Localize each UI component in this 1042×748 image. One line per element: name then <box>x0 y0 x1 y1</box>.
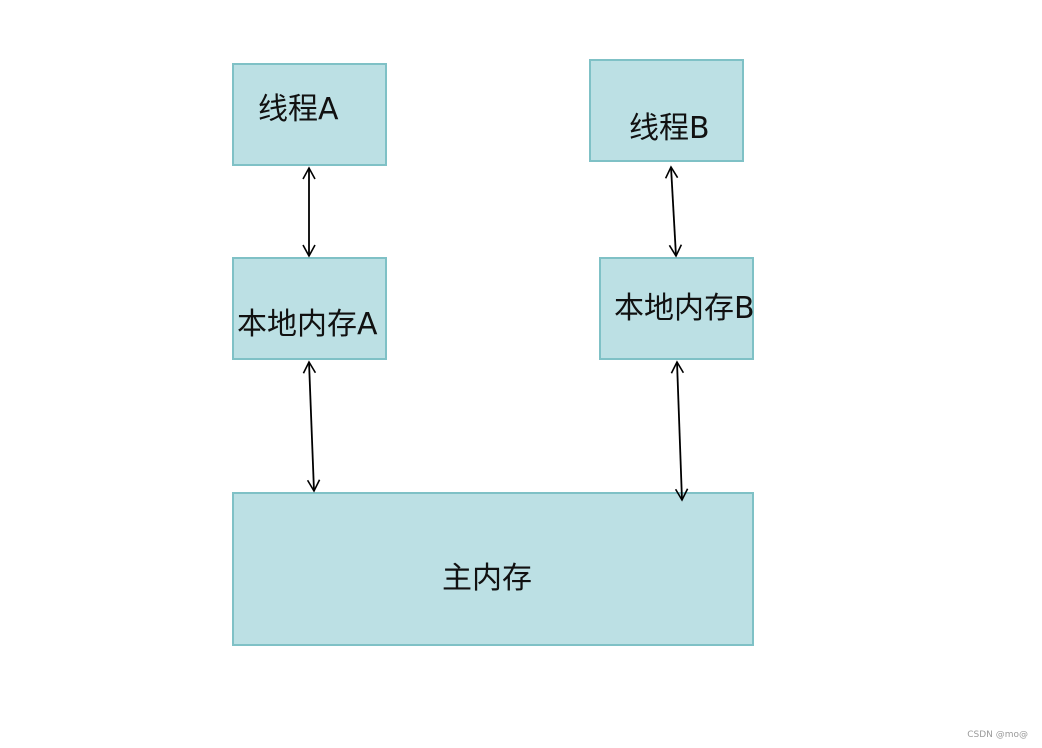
local-memory-b-label: 本地内存B <box>614 291 755 326</box>
local-memory-a-box <box>232 257 387 360</box>
thread-b-label: 线程B <box>629 111 710 146</box>
arrow-local-a-main <box>302 360 321 493</box>
thread-a-box <box>232 63 387 166</box>
thread-a-label: 线程A <box>258 92 339 127</box>
thread-b-box <box>589 59 744 162</box>
arrow-thread-b-local-b <box>664 165 683 258</box>
arrow-local-b-main <box>670 360 689 502</box>
local-memory-a-label: 本地内存A <box>237 307 378 342</box>
main-memory-label: 主内存 <box>442 561 532 596</box>
watermark-text: CSDN @mo@ <box>967 730 1028 740</box>
main-memory-box <box>232 492 754 646</box>
local-memory-b-box <box>599 257 754 360</box>
